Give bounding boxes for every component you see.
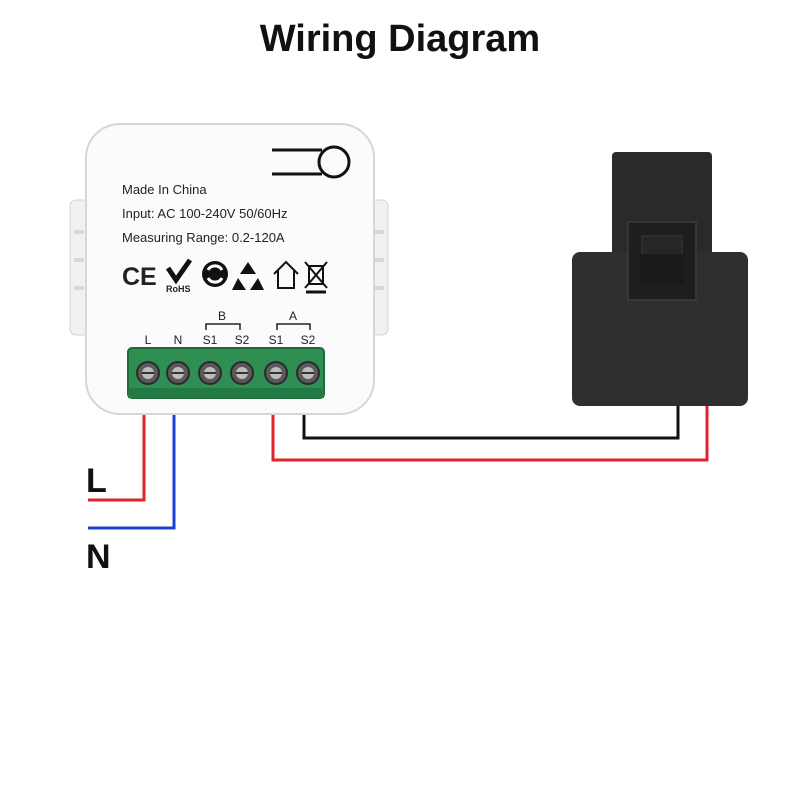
terminal-screw-b-s1: [198, 361, 222, 385]
terminal-screw-a-s1: [264, 361, 288, 385]
reset-button-mark: [272, 145, 351, 179]
group-bracket-a: [276, 323, 311, 330]
terminal-labels: L N S1 S2 S1 S2: [145, 333, 316, 347]
live-input-wire: [88, 414, 146, 502]
recycle-icon: [232, 262, 264, 290]
neutral-label: N: [86, 538, 111, 576]
group-label-a: A: [289, 309, 297, 323]
group-label-b: B: [218, 309, 226, 323]
measuring-range-label: Measuring Range: 0.2-120A: [122, 230, 285, 245]
current-clamp-sensor: [572, 152, 748, 406]
terminal-screws: [136, 361, 320, 385]
input-rating-label: Input: AC 100-240V 50/60Hz: [122, 206, 288, 221]
terminal-label-n: N: [174, 333, 183, 347]
tab-ridges: [74, 230, 384, 290]
green-dot-icon: [202, 261, 228, 287]
svg-text:RoHS: RoHS: [166, 284, 191, 294]
terminal-label-b-s1: S1: [203, 333, 218, 347]
terminal-label-b-s2: S2: [235, 333, 250, 347]
group-labels: B A: [205, 309, 311, 330]
neutral-input-wire: [88, 414, 176, 530]
clamp-signal-wire-black: [302, 406, 680, 440]
ce-mark-icon: CE: [122, 263, 157, 291]
terminal-label-a-s1: S1: [269, 333, 284, 347]
made-in-label: Made In China: [122, 182, 207, 197]
line-label: L: [86, 462, 107, 500]
terminal-screw-n: [166, 361, 190, 385]
certification-icons: CE RoHS: [122, 258, 328, 294]
terminal-screw-b-s2: [230, 361, 254, 385]
clamp-body: [572, 252, 748, 406]
terminal-label-l: L: [145, 333, 152, 347]
wires: [88, 406, 709, 530]
meter-device: Made In China Input: AC 100-240V 50/60Hz…: [69, 123, 389, 415]
group-bracket-b: [205, 323, 241, 330]
terminal-screw-l: [136, 361, 160, 385]
terminal-label-a-s2: S2: [301, 333, 316, 347]
weee-bin-icon: [304, 261, 328, 294]
terminal-screw-a-s2: [296, 361, 320, 385]
clamp-signal-wire-red: [271, 406, 709, 462]
device-body: [85, 123, 375, 415]
rohs-check-icon: RoHS: [165, 258, 193, 294]
page-title: Wiring Diagram: [259, 18, 541, 60]
house-icon: [273, 260, 299, 289]
